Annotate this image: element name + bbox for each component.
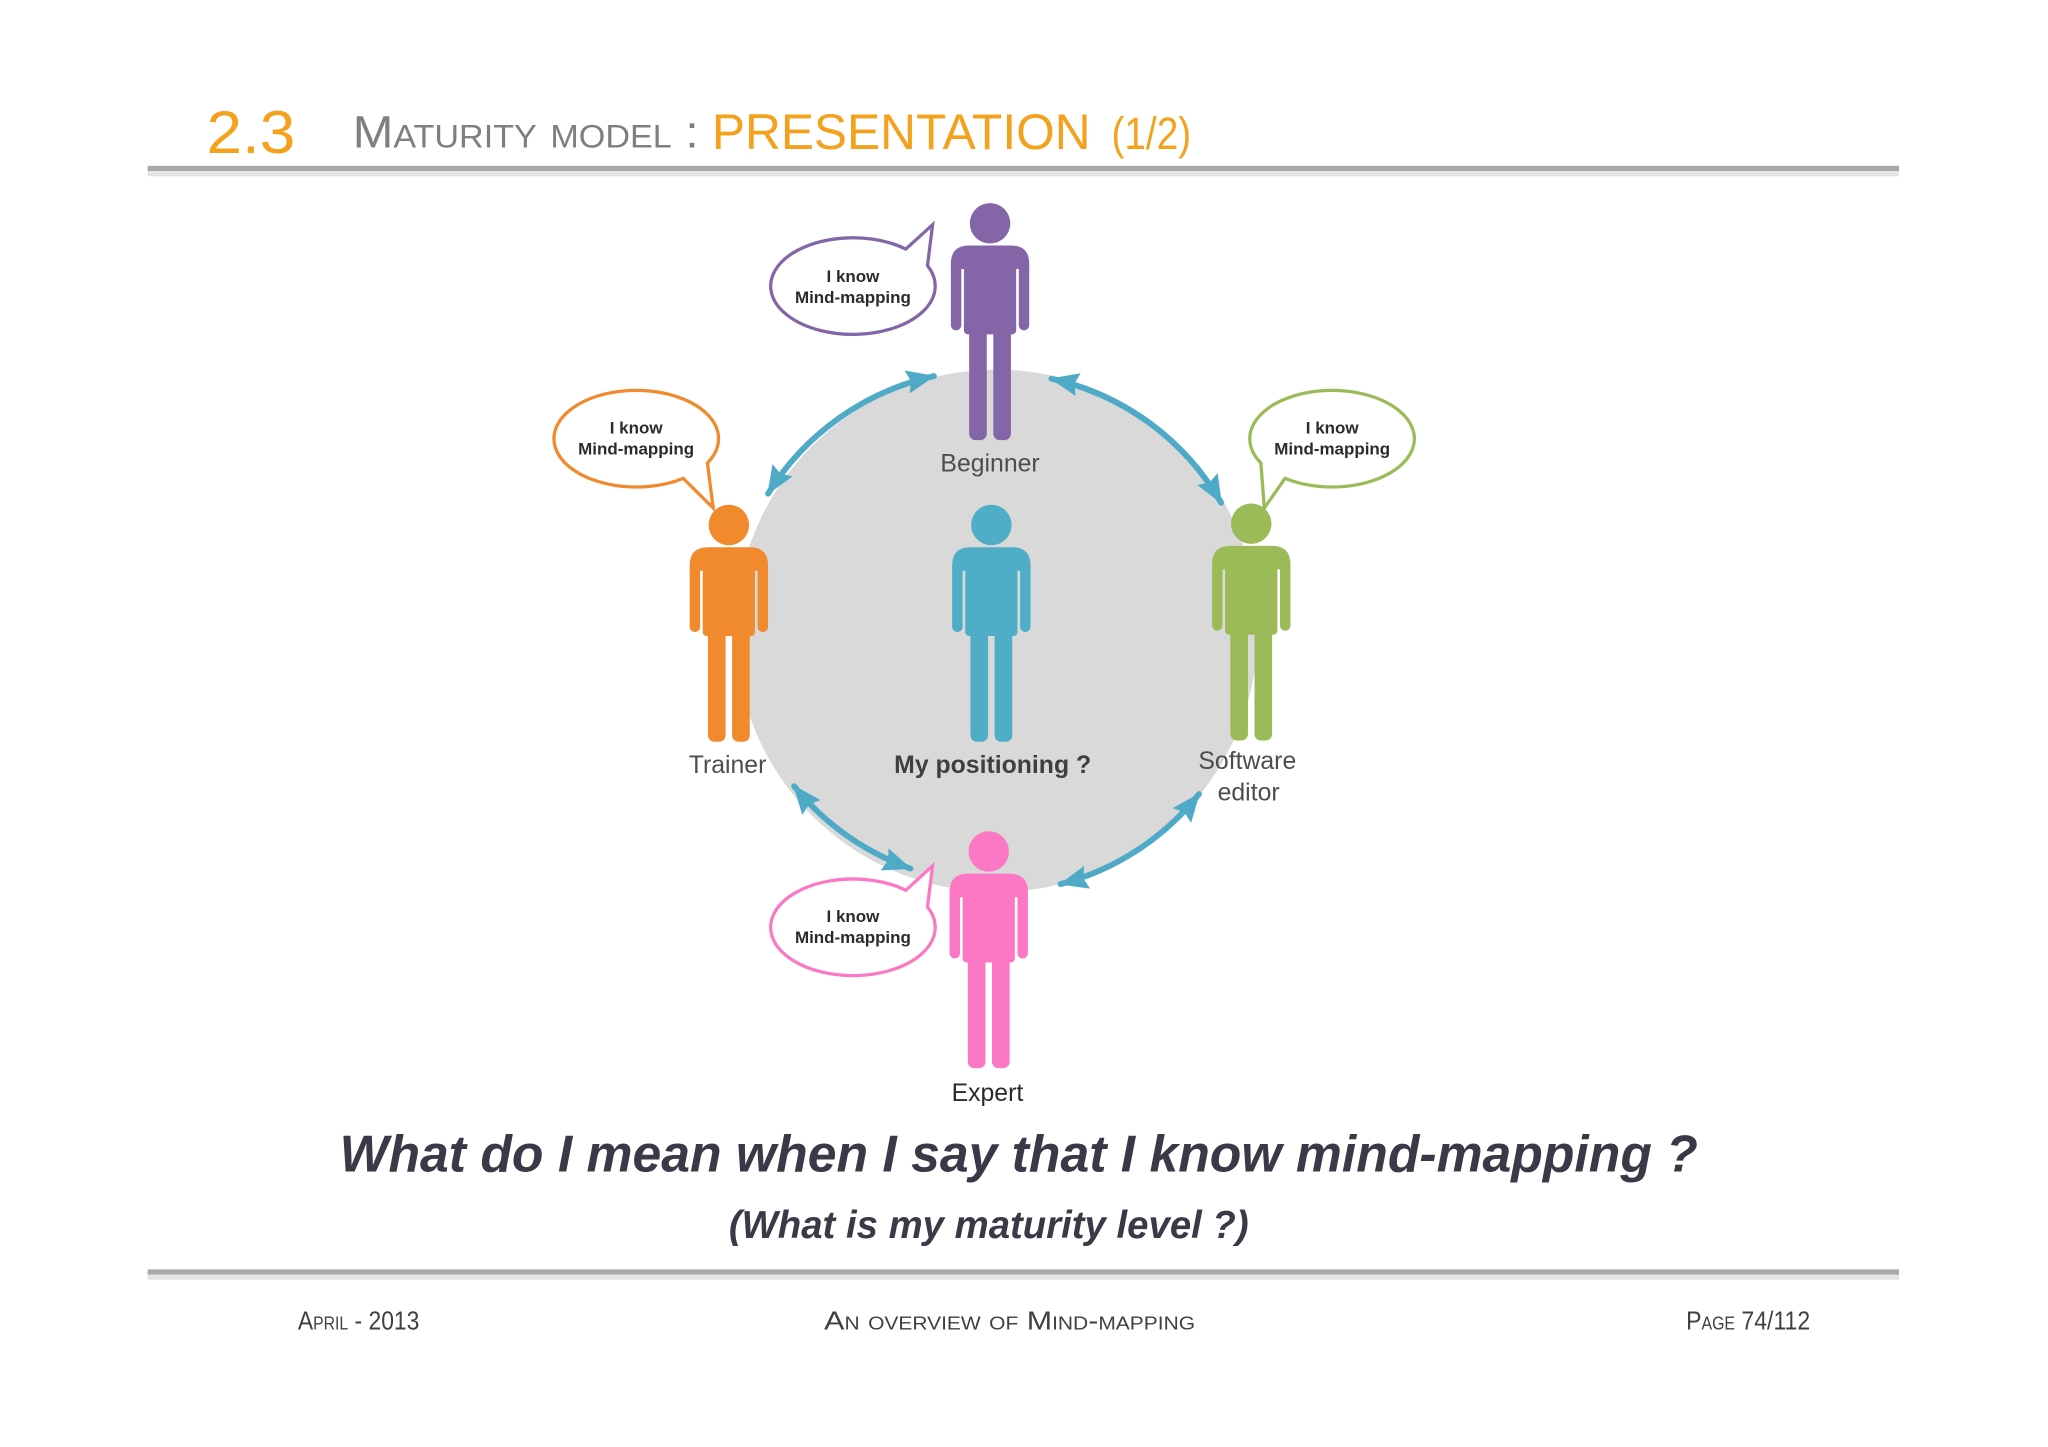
figure-right-arm [757,564,769,633]
label-expert: Expert [952,1080,1024,1107]
speech-bubble-outline [769,861,937,978]
footer-date: April - 2013 [298,1305,419,1335]
speech-bubble-text-line1: I know [610,419,664,438]
figure-left-leg [1230,625,1248,741]
figure-right-leg [732,626,750,742]
speech-bubble-expert: I know Mind-mapping [769,861,937,978]
figure-right-leg [992,953,1010,1069]
figure-left-arm [952,564,963,633]
center-person-icon [952,504,1031,742]
figure-right-arm [1279,562,1291,631]
slide-title-part: (1/2) [1111,108,1191,159]
figure-right-leg [993,325,1011,441]
speech-bubble-outline [769,220,937,337]
label-my-positioning: My positioning ? [894,752,1091,779]
figure-head [969,203,1011,244]
figure-right-arm [1020,564,1031,633]
figure-left-arm [950,262,962,331]
header-rule-shadow [147,171,1899,177]
figure-torso [1225,562,1278,635]
figure-right-leg [994,626,1013,742]
footer-rule-shadow [147,1274,1899,1280]
header-divider [147,165,1899,177]
beginner-person-icon [950,203,1030,441]
main-question: What do I mean when I say that I know mi… [340,1125,1698,1183]
figure-right-arm [1018,262,1030,331]
arrow-trainer-beginner [765,370,937,497]
arrow-expert-trainer [791,783,914,872]
arrow-software-editor-expert [1057,791,1202,889]
speech-bubble-software-editor: I know Mind-mapping [1248,388,1416,513]
maturity-diagram: Beginner Trainer My positioning ? [552,203,1416,1107]
figure-head [708,504,750,546]
figure-torso [962,890,1015,963]
speech-bubble-outline [552,388,721,513]
figure-left-arm [689,564,701,633]
arrow-beginner-software-editor [1048,373,1225,506]
speech-bubble-text-line2: Mind-mapping [578,439,694,458]
speech-bubble-text-line2: Mind-mapping [1274,439,1390,458]
footer-page-number: Page 74/112 [1686,1305,1810,1335]
figure-left-leg [969,325,987,441]
figure-left-leg [707,626,726,742]
speech-bubble-text-line2: Mind-mapping [795,928,911,947]
speech-bubble-text-line2: Mind-mapping [795,288,911,307]
speech-bubble-outline [1248,388,1416,513]
figure-left-leg [970,626,989,742]
figure-head [1230,503,1272,544]
cycle-arrows [765,370,1225,889]
slide-footer: April - 2013 An overview of Mind-mapping… [298,1305,1810,1335]
figure-left-leg [967,953,986,1069]
figure-left-arm [949,890,961,959]
figure-right-arm [1017,890,1028,959]
expert-person-icon [949,831,1028,1069]
label-beginner: Beginner [940,450,1039,477]
figure-torso [963,262,1017,335]
footer-rule [147,1269,1899,1275]
footer-title: An overview of Mind-mapping [824,1305,1195,1335]
label-software-editor-line2: editor [1218,780,1280,807]
speech-bubble-text-line1: I know [1306,419,1360,438]
trainer-person-icon [689,504,769,742]
figure-left-arm [1212,562,1223,631]
label-trainer: Trainer [689,752,767,779]
slide-header: 2.3 Maturity model : PRESENTATION (1/2) [206,99,1191,166]
footer-divider [147,1269,1899,1280]
speech-bubble-trainer: I know Mind-mapping [552,388,721,513]
section-number: 2.3 [206,99,295,166]
figure-head [968,831,1009,872]
figure-torso [702,564,755,637]
label-software-editor-line1: Software [1198,748,1296,775]
sub-question: (What is my maturity level ?) [729,1204,1249,1247]
software-editor-person-icon [1212,503,1291,741]
slide-title-highlight: PRESENTATION [712,104,1091,160]
speech-bubble-text-line1: I know [827,907,881,926]
figure-right-leg [1254,625,1273,741]
header-rule [147,165,1899,172]
slide-title: Maturity model : [353,107,699,158]
speech-bubble-text-line1: I know [827,267,881,286]
speech-bubble-beginner: I know Mind-mapping [769,220,937,337]
figure-head [971,504,1012,546]
figure-torso [965,564,1018,637]
question-block: What do I mean when I say that I know mi… [340,1125,1698,1247]
